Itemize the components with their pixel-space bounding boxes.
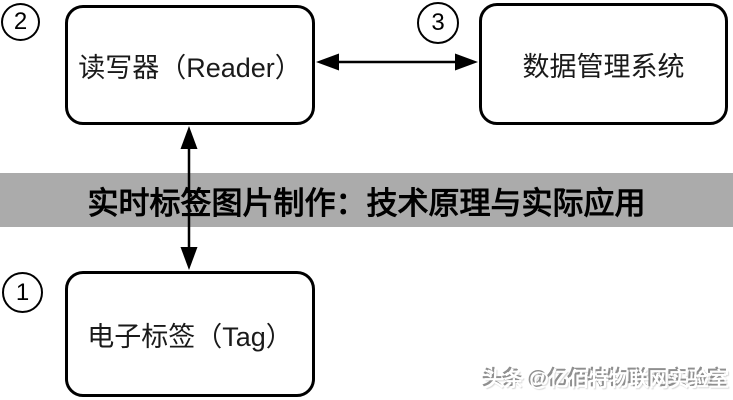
node-dms-label: 数据管理系统 bbox=[522, 51, 685, 82]
node-reader: 读写器（Reader） bbox=[65, 5, 315, 125]
step-badge-1: 1 bbox=[2, 272, 43, 313]
title-banner: 实时标签图片制作：技术原理与实际应用 bbox=[0, 173, 733, 227]
step-badge-2: 2 bbox=[1, 3, 40, 41]
node-data-management-system: 数据管理系统 bbox=[479, 3, 728, 125]
node-tag: 电子标签（Tag） bbox=[65, 271, 315, 397]
step-badge-2-number: 2 bbox=[13, 8, 28, 35]
node-tag-label: 电子标签（Tag） bbox=[87, 321, 293, 352]
banner-title: 实时标签图片制作：技术原理与实际应用 bbox=[87, 185, 646, 221]
watermark: 头条 @亿佰特物联网实验室 bbox=[483, 369, 729, 391]
step-badge-3-number: 3 bbox=[431, 9, 445, 36]
bidirectional-arrow-reader-dms bbox=[316, 53, 478, 71]
step-badge-1-number: 1 bbox=[15, 278, 30, 306]
step-badge-3: 3 bbox=[417, 2, 459, 44]
node-reader-label: 读写器（Reader） bbox=[78, 52, 302, 83]
